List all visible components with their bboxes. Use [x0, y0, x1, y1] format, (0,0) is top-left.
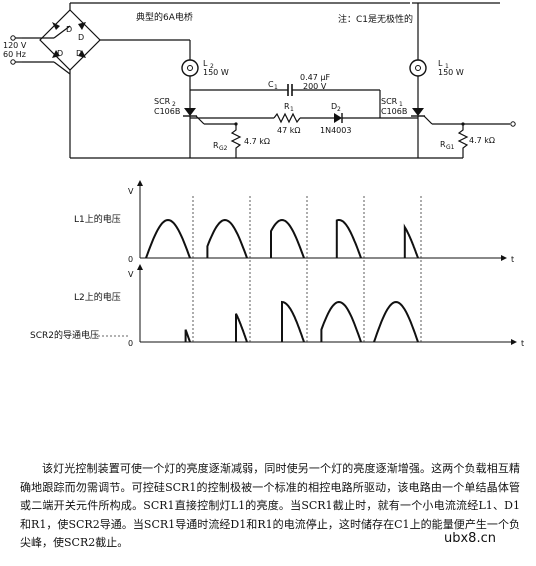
l1-cycle-1 — [145, 218, 191, 259]
waveform-chart-l1: V 0 t L1上的电压 — [74, 180, 514, 264]
ac-terminal-top — [10, 35, 16, 41]
l2-origin: 0 — [128, 339, 133, 348]
l1-cycle-5 — [403, 223, 419, 259]
capacitor-voltage: 200 V — [303, 82, 327, 91]
scr-left-name: SCR — [154, 97, 171, 106]
circuit-header: 典型的6A电桥 — [136, 11, 193, 23]
bridge-diode-4 — [78, 50, 86, 58]
circuit-schematic: 120 V 60 Hz D D D D — [3, 2, 516, 159]
l2-x-label: t — [521, 339, 524, 348]
lamp-left — [181, 40, 199, 108]
bridge-diode-label-3: D — [57, 49, 63, 58]
bridge-diode-3 — [52, 50, 60, 58]
bridge-diode-1 — [52, 22, 60, 30]
l2-cycle-1 — [184, 329, 191, 343]
diode-name: D — [331, 102, 337, 111]
lamp-right-rating: 150 W — [438, 68, 464, 77]
bridge-rectifier: D D D D — [22, 9, 101, 75]
lamp-right-name: L — [438, 59, 443, 68]
cycle-guides — [192, 196, 422, 342]
l2-y-label: V — [128, 270, 134, 279]
l1-y-label: V — [128, 187, 134, 196]
source-frequency: 60 Hz — [3, 50, 26, 59]
gate-resistor-left — [230, 124, 242, 158]
rg-right-name: R — [440, 140, 446, 149]
resistor-value: 47 kΩ — [277, 126, 300, 135]
watermark: ubx8.cn — [444, 531, 496, 546]
diode-d2 — [334, 113, 342, 123]
source-voltage: 120 V — [3, 41, 27, 50]
l2-label: L2上的电压 — [74, 291, 121, 303]
lamp-right-sub: 1 — [445, 63, 449, 70]
circuit-note: 注：C1是无极性的 — [338, 13, 413, 25]
l1-label: L1上的电压 — [74, 213, 121, 225]
lamp-left-rating: 150 W — [203, 68, 229, 77]
rg-left-sub: G2 — [219, 145, 228, 152]
diode-part: 1N4003 — [320, 126, 351, 135]
capacitor-sub: 1 — [274, 84, 278, 91]
l1-x-label: t — [511, 255, 514, 264]
scr2-label: SCR2的导通电压 — [30, 329, 99, 341]
scr-left-part: C106B — [154, 107, 180, 116]
bridge-diode-label-1: D — [66, 25, 72, 34]
l2-cycle-3 — [281, 300, 305, 343]
capacitor-value: 0.47 μF — [300, 73, 330, 82]
gate-resistor-right — [457, 124, 469, 158]
rg-left-name: R — [213, 141, 219, 150]
rg-right-sub: G1 — [446, 144, 455, 151]
l1-cycle-4 — [335, 219, 362, 259]
l2-cycle-4 — [320, 300, 362, 343]
resistor-name: R — [284, 102, 290, 111]
scr-left — [183, 108, 236, 158]
l2-cycle-5 — [373, 300, 419, 343]
gate-terminal — [510, 121, 516, 127]
scr-left-sub: 2 — [172, 101, 176, 108]
bridge-diode-2 — [78, 22, 86, 30]
capacitor-name: C — [268, 80, 274, 89]
resistor-sub: 1 — [290, 106, 294, 113]
l1-cycle-2 — [206, 218, 248, 259]
bridge-diode-label-4: D — [76, 49, 82, 58]
l1-cycle-3 — [270, 218, 305, 259]
scr-right — [411, 108, 463, 158]
resistor-r1 — [273, 112, 301, 124]
lamp-left-name: L — [203, 59, 208, 68]
waveform-chart-l2: V 0 t L2上的电压 SCR2的导通电压 — [30, 264, 524, 348]
caption-text: 该灯光控制装置可使一个灯的亮度逐渐减弱，同时使另一个灯的亮度逐渐增强。这两个负载… — [20, 462, 520, 549]
scr-right-name: SCR — [381, 97, 398, 106]
ac-terminal-bottom — [10, 59, 16, 65]
bridge-diode-label-2: D — [78, 33, 84, 42]
lamp-right — [409, 3, 427, 108]
diode-sub: 2 — [337, 106, 341, 113]
l2-cycle-2 — [235, 313, 248, 343]
scr-right-part: C106B — [381, 107, 407, 116]
l1-origin: 0 — [128, 255, 133, 264]
rg-right-value: 4.7 kΩ — [469, 136, 495, 145]
rg-left-value: 4.7 kΩ — [244, 137, 270, 146]
scr-right-sub: 1 — [399, 101, 403, 108]
lamp-left-sub: 2 — [210, 63, 214, 70]
